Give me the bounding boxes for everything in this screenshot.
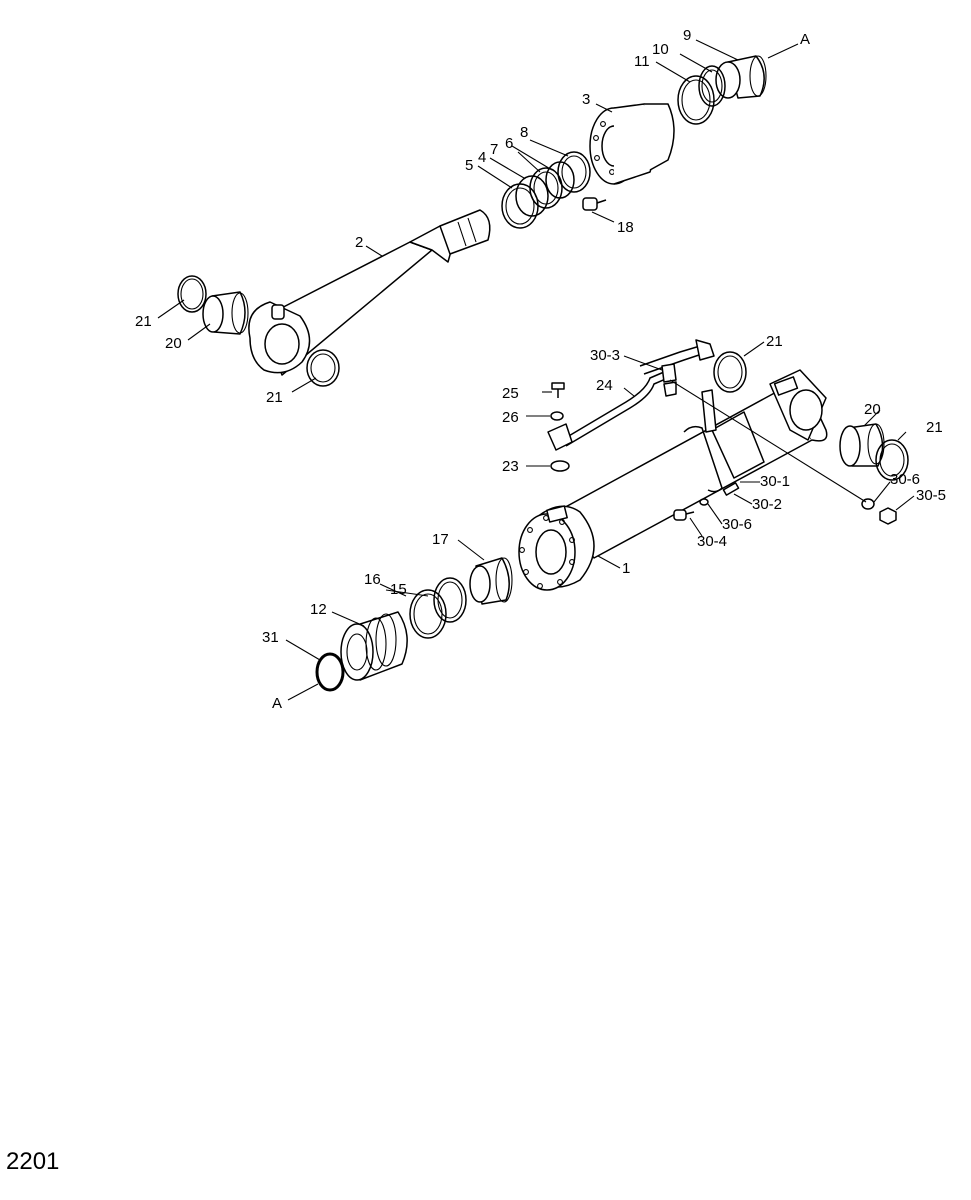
page-number: 2201: [6, 1148, 60, 1175]
callout-8: 8: [520, 124, 528, 141]
callout-30-2: 30-2: [752, 496, 782, 513]
rod-cover: [589, 103, 675, 185]
rod-dust-seal-21-right: [306, 349, 340, 387]
callout-7: 7: [490, 141, 498, 158]
callout-25: 25: [502, 385, 519, 402]
callout-30-6-left: 30-6: [722, 516, 752, 533]
callout-4: 4: [478, 149, 486, 166]
callout-18: 18: [617, 219, 634, 236]
callout-16: 16: [364, 571, 381, 588]
callout-11: 11: [634, 53, 650, 70]
callout-30-6-right: 30-6: [890, 471, 920, 488]
ring-10: [698, 65, 726, 107]
piston-nut-17: [469, 557, 513, 605]
o-ring-31: [315, 652, 345, 692]
tube-dust-seal-21-right: [875, 439, 909, 481]
washer-26: [550, 411, 564, 421]
callout-31: 31: [262, 629, 279, 646]
callout-3: 3: [582, 91, 590, 108]
callout-6: 6: [505, 135, 513, 152]
packing-set-4-8: [501, 151, 591, 229]
bolt-30-4: [673, 509, 695, 521]
callout-5: 5: [465, 157, 473, 174]
callout-9: 9: [683, 27, 691, 44]
callout-30-4: 30-4: [697, 533, 727, 550]
callout-1: 1: [622, 560, 630, 577]
callout-2: 2: [355, 234, 363, 251]
callout-labels: 1 2 3 4 5 6 7 8 9 10 11 12 15 16 17 18 2…: [135, 27, 946, 712]
callout-20-tube: 20: [864, 401, 881, 418]
bolt-18: [582, 197, 607, 211]
piston-12: [340, 611, 408, 681]
bolt-25: [551, 382, 565, 398]
leader-lines: [157, 39, 915, 701]
callout-30-3: 30-3: [590, 347, 620, 364]
callout-10: 10: [652, 41, 669, 58]
pipe-30-3: [639, 339, 715, 397]
nut-30-5: [879, 507, 897, 525]
clamp-30: [683, 389, 740, 496]
o-ring-23: [550, 460, 570, 472]
reference-a-top: A: [800, 31, 810, 48]
callout-15: 15: [390, 581, 407, 598]
callout-21-tube-left: 21: [766, 333, 783, 350]
tube-dust-seal-21-left: [713, 351, 747, 393]
pipe-24: [547, 371, 669, 451]
ring-15: [433, 577, 467, 623]
callout-20-rod: 20: [165, 335, 182, 352]
rod-dust-seal-21-left: [177, 275, 207, 313]
callout-21-rod-left: 21: [135, 313, 152, 330]
callout-21-tube-right: 21: [926, 419, 943, 436]
callout-12: 12: [310, 601, 327, 618]
callout-17: 17: [432, 531, 449, 548]
callout-30-1: 30-1: [760, 473, 790, 490]
callout-30-5: 30-5: [916, 487, 946, 504]
cylinder-tube: [518, 369, 828, 591]
callout-21-rod-right: 21: [266, 389, 283, 406]
ring-16: [409, 589, 447, 639]
ring-11: [677, 75, 715, 125]
callout-26: 26: [502, 409, 519, 426]
tube-pin-bushing-20: [839, 423, 885, 467]
washer-30-6: [699, 498, 875, 510]
piston-rod: [248, 209, 491, 376]
callout-23: 23: [502, 458, 519, 475]
reference-a-bottom: A: [272, 695, 282, 712]
rod-pin-bushing-20: [202, 291, 249, 335]
callout-24: 24: [596, 377, 613, 394]
